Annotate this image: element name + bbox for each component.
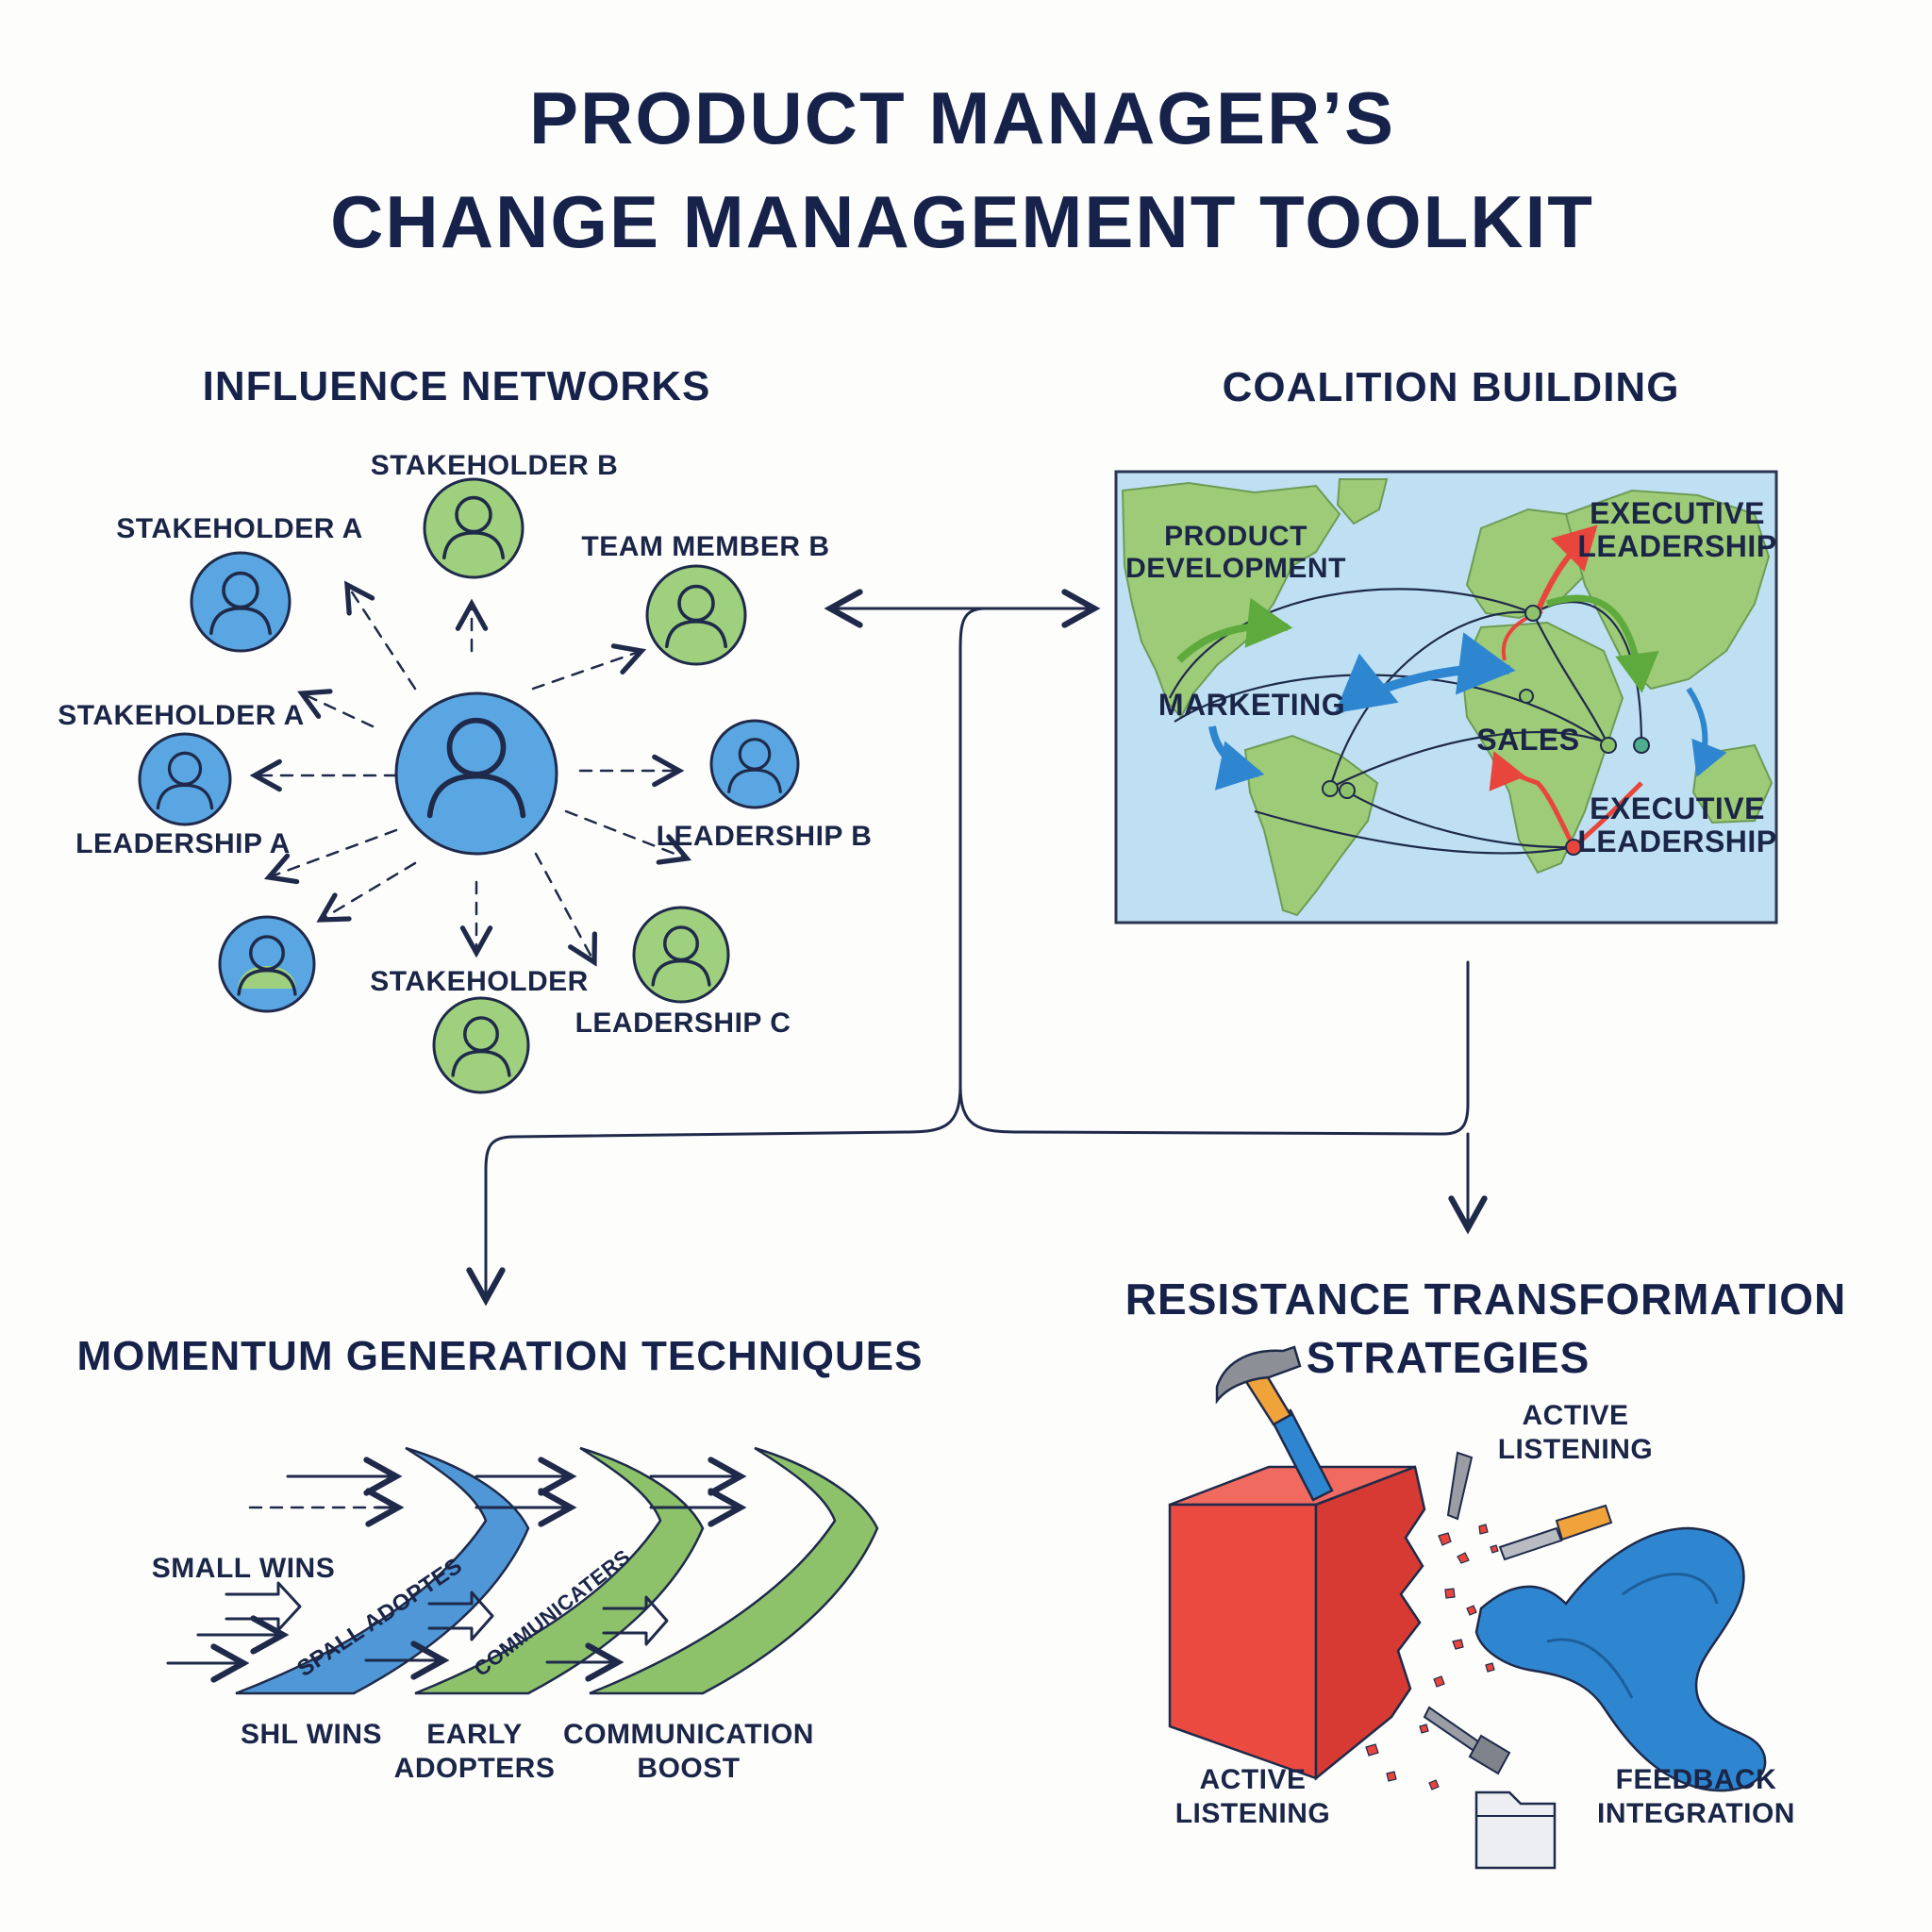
- label-active-listening-top-2: LISTENING: [1498, 1434, 1654, 1465]
- connector-from-coalition: [958, 960, 1470, 1136]
- resistance-heading-line-1: RESISTANCE TRANSFORMATION: [1125, 1274, 1846, 1324]
- coalition-building-heading: COALITION BUILDING: [1223, 364, 1680, 410]
- label-stakeholder: STAKEHOLDER: [370, 966, 589, 997]
- label-active-listening-bottom-1: ACTIVE: [1199, 1764, 1306, 1795]
- title-line-1: PRODUCT MANAGER’S: [529, 76, 1395, 159]
- node-stakeholder: STAKEHOLDER: [370, 966, 589, 1094]
- small-hammer-icon: [1423, 1706, 1511, 1775]
- caption-early: EARLY: [426, 1719, 522, 1750]
- influence-networks-heading: INFLUENCE NETWORKS: [203, 363, 711, 409]
- caption-adopters: ADOPTERS: [394, 1753, 556, 1784]
- caption-small-wins: SHL WINS: [241, 1719, 382, 1750]
- label-development: DEVELOPMENT: [1125, 553, 1346, 584]
- side-label-small-wins: SMALL WINS: [152, 1553, 335, 1584]
- node-stakeholder-b: STAKEHOLDER B: [371, 450, 619, 579]
- influence-arrows: [249, 580, 692, 967]
- node-bottom-left: [218, 915, 316, 1013]
- center-node: [394, 691, 558, 856]
- momentum-section: MOMENTUM GENERATION TECHNIQUES SPALL ADO…: [77, 1333, 924, 1784]
- caption-communication: COMMUNICATION: [563, 1719, 814, 1750]
- label-stakeholder-b: STAKEHOLDER B: [371, 450, 619, 481]
- title-line-2: CHANGE MANAGEMENT TOOLKIT: [330, 180, 1594, 263]
- label-leadership-bottom: LEADERSHIP: [1577, 824, 1776, 858]
- resistance-heading-line-2: STRATEGIES: [1307, 1333, 1591, 1382]
- label-stakeholder-a-left: STAKEHOLDER A: [58, 700, 305, 731]
- node-stakeholder-a-left: STAKEHOLDER A LEADERSHIP A: [58, 700, 305, 859]
- arrow-to-stakeholder-a: [344, 580, 417, 691]
- label-marketing: MARKETING: [1158, 688, 1345, 722]
- caption-boost: BOOST: [637, 1753, 740, 1784]
- chisel-icon: [1446, 1451, 1474, 1521]
- label-stakeholder-a-top: STAKEHOLDER A: [116, 513, 363, 544]
- label-product: PRODUCT: [1164, 521, 1307, 552]
- connector-to-momentum: [466, 607, 988, 1307]
- node-leadership-b: LEADERSHIP B: [657, 719, 873, 852]
- label-leadership-top: LEADERSHIP: [1577, 529, 1776, 563]
- screwdriver-icon: [1498, 1504, 1613, 1561]
- arrow-right-down: [564, 809, 692, 865]
- influence-networks-section: INFLUENCE NETWORKS STAKEHOLDER B: [58, 363, 873, 1094]
- momentum-arrows: [166, 1457, 747, 1683]
- label-executive-top: EXECUTIVE: [1590, 496, 1765, 530]
- arrow-up-left: [297, 689, 375, 728]
- arrow-to-leadership-c: [534, 852, 598, 967]
- label-active-listening-bottom-2: LISTENING: [1175, 1798, 1331, 1829]
- label-team-member-b: TEAM MEMBER B: [581, 531, 829, 562]
- label-sales: SALES: [1476, 723, 1579, 757]
- label-integration: INTEGRATION: [1597, 1798, 1795, 1829]
- world-map: PRODUCT DEVELOPMENT EXECUTIVE LEADERSHIP…: [1114, 470, 1778, 924]
- label-leadership-c: LEADERSHIP C: [575, 1008, 791, 1039]
- arrow-to-team-member-b: [531, 643, 647, 691]
- label-leadership-b: LEADERSHIP B: [657, 821, 873, 852]
- node-leadership-c: LEADERSHIP C: [575, 906, 791, 1039]
- node-stakeholder-a-top: STAKEHOLDER A: [116, 513, 363, 653]
- coalition-building-section: COALITION BUILDING: [1114, 364, 1778, 924]
- transformed-blob: [1474, 1526, 1767, 1792]
- label-feedback: FEEDBACK: [1616, 1764, 1777, 1795]
- debris: [1365, 1524, 1499, 1790]
- label-active-listening-top-1: ACTIVE: [1522, 1400, 1628, 1431]
- arrow-left-down: [263, 828, 398, 885]
- momentum-heading: MOMENTUM GENERATION TECHNIQUES: [77, 1333, 924, 1379]
- label-leadership-a: LEADERSHIP A: [75, 828, 291, 859]
- chevron-green-2: [589, 1446, 879, 1695]
- node-team-member-b: TEAM MEMBER B: [581, 531, 829, 666]
- hammer-icon: [1215, 1345, 1334, 1502]
- resistance-section: RESISTANCE TRANSFORMATION STRATEGIES: [1125, 1274, 1846, 1870]
- arrow-to-bottom-left: [316, 861, 417, 923]
- resistance-block: [1168, 1465, 1426, 1781]
- connectors: [466, 589, 1488, 1307]
- folder-icon: [1474, 1790, 1557, 1870]
- label-executive-bottom: EXECUTIVE: [1590, 791, 1765, 825]
